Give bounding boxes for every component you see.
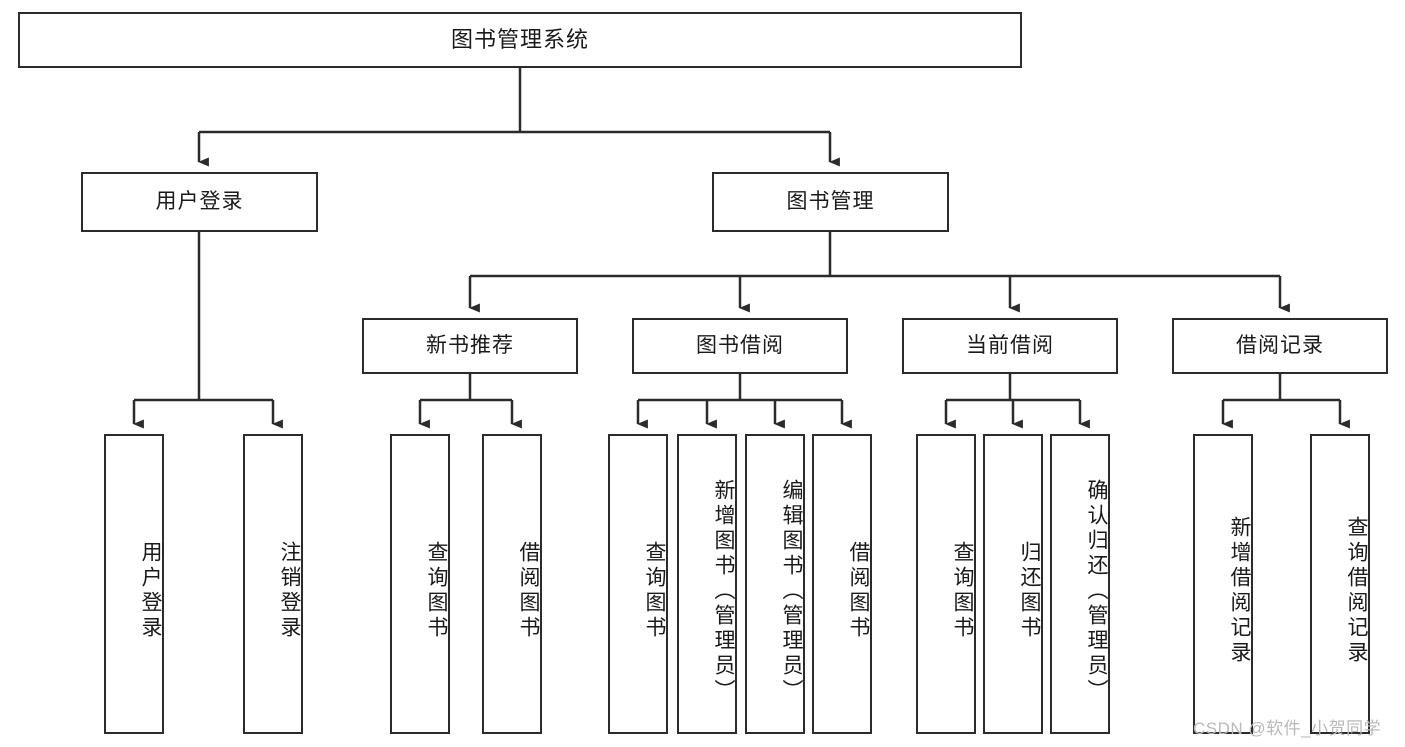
watermark-csdn: CSDN @软件_小贺同学 — [1193, 719, 1382, 738]
leaf-query-books-current-label: 查询图书 — [951, 541, 974, 641]
node-user-login-label: 用户登录 — [155, 190, 244, 214]
leaf-query-books-borrow-label: 查询图书 — [643, 541, 666, 641]
leaf-add-book-admin-label: 新增图书（管理员） — [712, 478, 735, 704]
node-book-management[interactable]: 图书管理 — [712, 172, 949, 232]
leaf-user-login-label: 用户登录 — [139, 541, 162, 641]
leaf-return-book-label: 归还图书 — [1018, 541, 1041, 641]
node-root-label: 图书管理系统 — [450, 26, 589, 52]
node-book-borrow-label: 图书借阅 — [696, 334, 784, 358]
leaf-query-books-borrow[interactable]: 查询图书 — [608, 434, 668, 734]
node-new-book-recommend[interactable]: 新书推荐 — [362, 318, 578, 374]
leaf-edit-book-admin[interactable]: 编辑图书（管理员） — [745, 434, 805, 734]
leaf-add-borrow-record-label: 新增借阅记录 — [1228, 516, 1251, 666]
leaf-confirm-return-admin-label: 确认归还（管理员） — [1085, 478, 1108, 704]
leaf-query-borrow-record-label: 查询借阅记录 — [1345, 516, 1368, 666]
node-book-management-label: 图书管理 — [786, 190, 875, 214]
node-current-borrow[interactable]: 当前借阅 — [902, 318, 1118, 374]
leaf-query-books-recommend-label: 查询图书 — [425, 541, 448, 641]
leaf-logout[interactable]: 注销登录 — [243, 434, 303, 734]
node-borrow-records-label: 借阅记录 — [1236, 334, 1324, 358]
leaf-user-login[interactable]: 用户登录 — [104, 434, 164, 734]
leaf-borrow-books-recommend-label: 借阅图书 — [517, 541, 540, 641]
leaf-borrow-book[interactable]: 借阅图书 — [812, 434, 872, 734]
node-book-borrow[interactable]: 图书借阅 — [632, 318, 848, 374]
leaf-query-books-current[interactable]: 查询图书 — [916, 434, 976, 734]
node-current-borrow-label: 当前借阅 — [966, 334, 1054, 358]
leaf-logout-label: 注销登录 — [278, 541, 301, 641]
leaf-query-borrow-record[interactable]: 查询借阅记录 — [1310, 434, 1370, 734]
node-root-system[interactable]: 图书管理系统 — [18, 12, 1022, 68]
leaf-edit-book-admin-label: 编辑图书（管理员） — [780, 478, 803, 704]
node-new-book-recommend-label: 新书推荐 — [426, 334, 514, 358]
node-user-login[interactable]: 用户登录 — [81, 172, 318, 232]
leaf-add-book-admin[interactable]: 新增图书（管理员） — [677, 434, 737, 734]
leaf-borrow-book-label: 借阅图书 — [847, 541, 870, 641]
leaf-confirm-return-admin[interactable]: 确认归还（管理员） — [1050, 434, 1110, 734]
leaf-borrow-books-recommend[interactable]: 借阅图书 — [482, 434, 542, 734]
node-borrow-records[interactable]: 借阅记录 — [1172, 318, 1388, 374]
leaf-add-borrow-record[interactable]: 新增借阅记录 — [1193, 434, 1253, 734]
leaf-return-book[interactable]: 归还图书 — [983, 434, 1043, 734]
leaf-query-books-recommend[interactable]: 查询图书 — [390, 434, 450, 734]
